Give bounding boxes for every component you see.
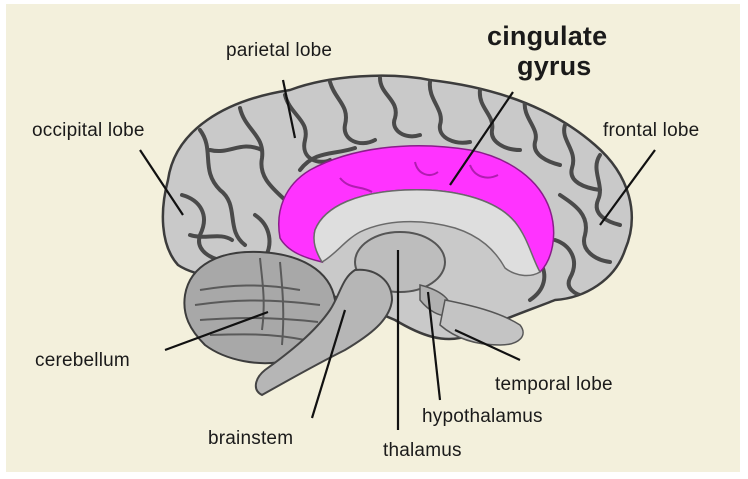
label-frontal-lobe: frontal lobe xyxy=(603,120,699,142)
label-hypothalamus: hypothalamus xyxy=(422,406,543,428)
label-cingulate-line1: cingulate xyxy=(487,22,607,50)
label-brainstem: brainstem xyxy=(208,428,293,450)
label-thalamus: thalamus xyxy=(383,440,462,462)
label-parietal-lobe: parietal lobe xyxy=(226,40,332,62)
label-occipital-lobe: occipital lobe xyxy=(32,120,145,142)
label-cingulate-line2: gyrus xyxy=(517,52,592,80)
label-cerebellum: cerebellum xyxy=(35,350,130,372)
label-temporal-lobe: temporal lobe xyxy=(495,374,613,396)
